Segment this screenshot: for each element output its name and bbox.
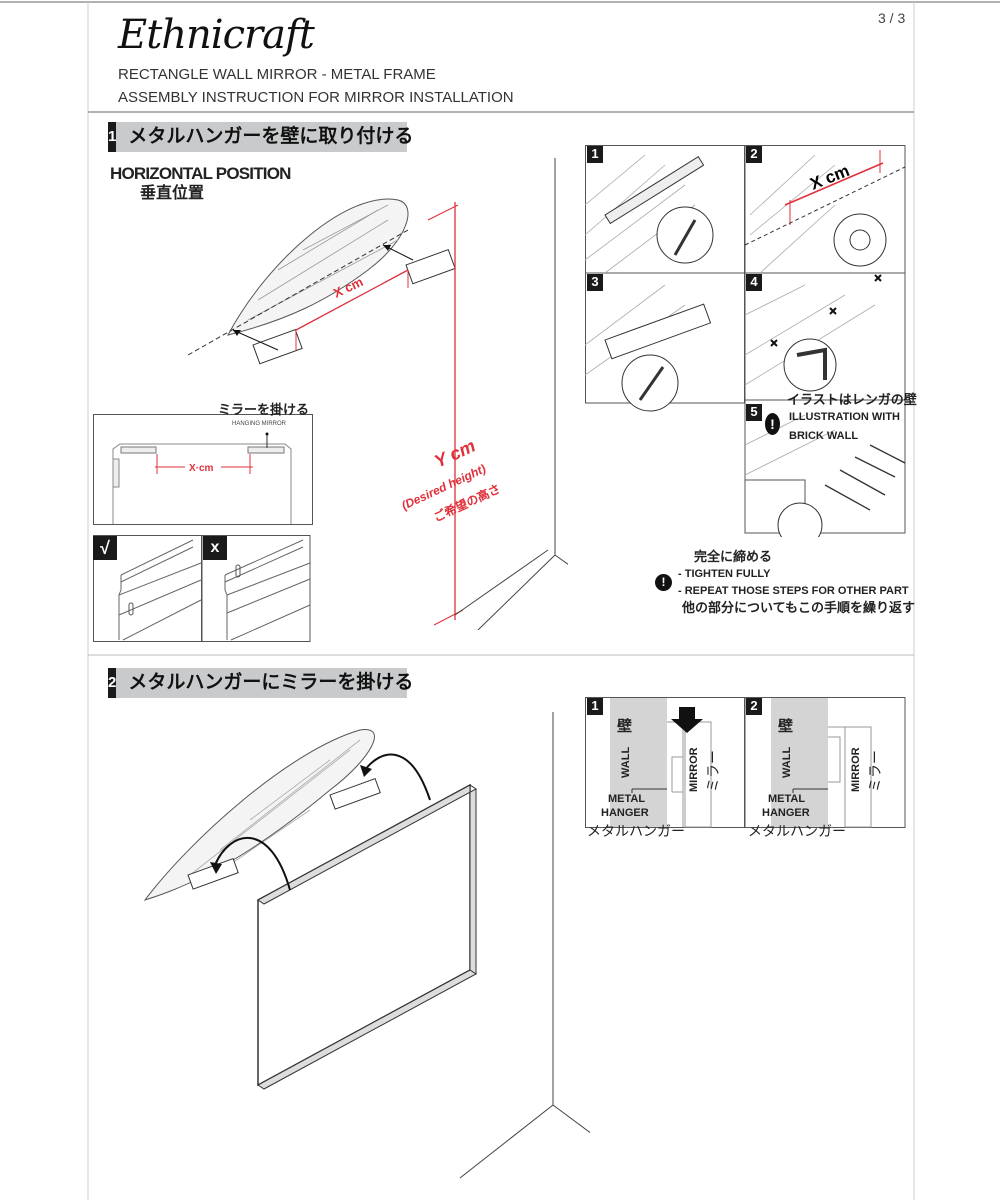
section-1-header: 1 メタルハンガーを壁に取り付ける — [108, 122, 413, 152]
wall-hanger-illustration: X cm Y cm (Desired height) ご希望の高さ — [187, 158, 568, 630]
wall-label: WALL — [781, 746, 793, 778]
brick-wall-note-jp: イラストはレンガの壁 — [787, 392, 917, 407]
mirror-label-jp: ミラー — [705, 750, 721, 792]
step-4-number: 4 — [746, 274, 762, 291]
warning-icon: ! — [765, 413, 780, 435]
panel-1-number: 1 — [587, 698, 603, 715]
tighten-fully-label: - TIGHTEN FULLY — [678, 568, 771, 580]
hanging-mirror-diagram: X·cm — [93, 414, 313, 525]
horizontal-position-label: HORIZONTAL POSITION — [110, 164, 291, 183]
metal-hanger-label-line2: HANGER — [762, 807, 810, 819]
tighten-fully-jp: 完全に締める — [694, 549, 773, 564]
page-number: 3 / 3 — [878, 10, 906, 26]
document-subtitle: ASSEMBLY INSTRUCTION FOR MIRROR INSTALLA… — [118, 89, 514, 106]
brick-wall-note-line2: BRICK WALL — [789, 430, 859, 442]
section-2-header: 2 メタルハンガーにミラーを掛ける — [108, 668, 413, 698]
wall-label-jp: 壁 — [617, 718, 633, 735]
product-title: RECTANGLE WALL MIRROR - METAL FRAME — [118, 66, 436, 83]
step-1-number: 1 — [587, 146, 603, 163]
section-title: メタルハンガーにミラーを掛ける — [128, 672, 414, 694]
repeat-steps-jp: 他の部分についてもこの手順を繰り返す — [682, 600, 915, 615]
brick-wall-note-line1: ILLUSTRATION WITH — [789, 411, 900, 423]
step-3-number: 3 — [587, 274, 603, 291]
mirror-label: MIRROR — [850, 747, 862, 792]
warning-icon: ! — [655, 574, 672, 591]
horizontal-position-jp: 垂直位置 — [140, 185, 205, 202]
mirror-hanging-illustration — [143, 712, 590, 1179]
metal-hanger-label-line2: HANGER — [601, 807, 649, 819]
hanger-orientation-diagram — [93, 535, 311, 642]
metal-hanger-label-jp: メタルハンガー — [587, 823, 685, 839]
metal-hanger-label-line1: METAL — [608, 793, 646, 805]
metal-hanger-label-line1: METAL — [768, 793, 806, 805]
correct-mark: √ — [93, 536, 117, 560]
hanging-mirror-jp: ミラーを掛ける — [218, 402, 310, 417]
brand-logo: Ethnicraft — [118, 12, 315, 58]
wall-label: WALL — [620, 746, 632, 778]
section-title: メタルハンガーを壁に取り付ける — [128, 126, 414, 148]
section-number: 2 — [108, 668, 117, 698]
hanging-mirror-label: HANGING MIRROR — [232, 421, 286, 427]
wrong-mark: x — [203, 536, 227, 560]
mirror-label-jp: ミラー — [867, 750, 883, 792]
step-2-number: 2 — [746, 146, 762, 163]
mirror-x-cm-label: X·cm — [189, 463, 214, 474]
wall-label-jp: 壁 — [778, 718, 794, 735]
repeat-steps-label: - REPEAT THOSE STEPS FOR OTHER PART — [678, 585, 909, 597]
panel-2-number: 2 — [746, 698, 762, 715]
hanging-detail-panels — [585, 697, 906, 828]
mirror-label: MIRROR — [688, 747, 700, 792]
section-number: 1 — [108, 122, 117, 152]
step-5-number: 5 — [746, 404, 762, 421]
metal-hanger-label-jp: メタルハンガー — [748, 823, 846, 839]
step-panels-grid: X cm — [585, 145, 906, 537]
